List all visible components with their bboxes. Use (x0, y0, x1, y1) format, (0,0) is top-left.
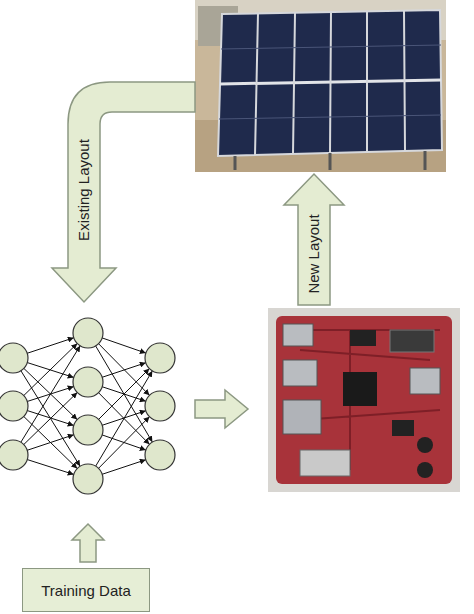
arrow-label: New Layout (305, 199, 323, 309)
ethernet-connector (283, 400, 321, 434)
audio-jack (417, 462, 433, 478)
serial-connector (390, 330, 434, 352)
photo-background (268, 308, 460, 492)
audio-jack (417, 437, 433, 453)
panel-array (218, 10, 442, 156)
embedded-board-photo (268, 308, 460, 492)
box-text: Training Data (41, 582, 131, 599)
block-arrow (52, 82, 195, 302)
panel-stand (235, 151, 425, 170)
memory-chip (350, 330, 376, 346)
header-pins (300, 450, 350, 476)
network-links (13, 333, 160, 479)
solar-panel-photo (195, 0, 446, 172)
pcb-board (276, 316, 452, 484)
processor-chip (343, 372, 377, 406)
ethernet-connector (410, 368, 440, 394)
panel-cell-lines (219, 45, 441, 119)
block-arrow (195, 390, 248, 428)
network-neurons (0, 318, 175, 494)
usb-connector (283, 360, 317, 386)
small-chip (392, 420, 414, 436)
photo-background (195, 0, 446, 172)
arrow-label: Existing Layout (75, 125, 93, 255)
process-box: Training Data (22, 568, 150, 612)
panel-column-gaps (255, 11, 405, 155)
usb-connector (283, 324, 313, 346)
block-arrow (72, 524, 104, 562)
